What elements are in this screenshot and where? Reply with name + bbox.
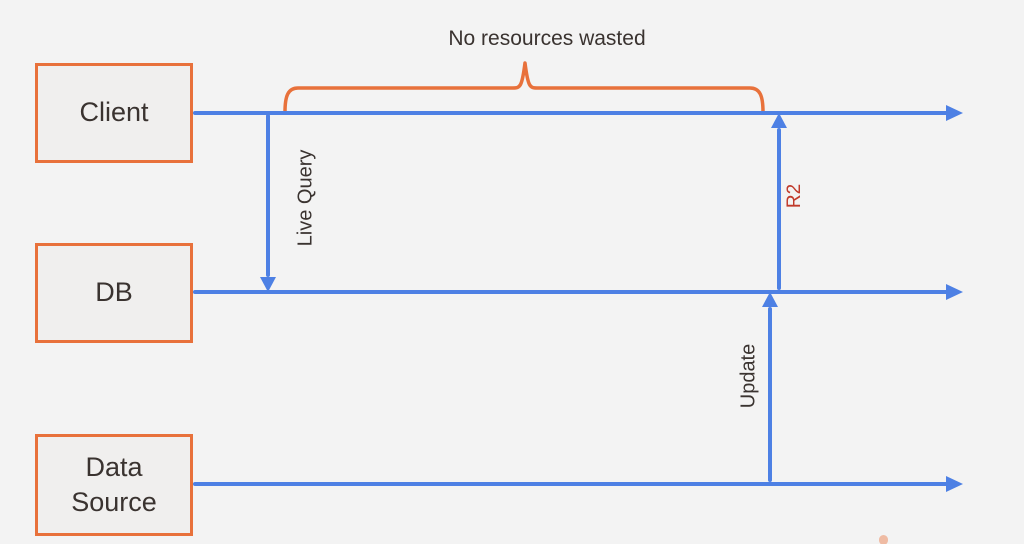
actor-box-client: Client bbox=[35, 63, 193, 163]
data-source-timeline-arrowhead-icon bbox=[946, 476, 963, 492]
actor-box-data-source: Data Source bbox=[35, 434, 193, 536]
live-query-arrow bbox=[266, 114, 270, 277]
r2-arrowhead-icon bbox=[771, 113, 787, 128]
client-timeline bbox=[193, 111, 948, 115]
annotation-label: No resources wasted bbox=[448, 27, 646, 50]
live-query-label: Live Query bbox=[294, 149, 317, 247]
actor-box-db: DB bbox=[35, 243, 193, 343]
cropped-orange-mark bbox=[879, 535, 888, 544]
actor-label-db: DB bbox=[95, 277, 133, 308]
data-source-timeline bbox=[193, 482, 948, 486]
db-timeline-arrowhead-icon bbox=[946, 284, 963, 300]
actor-label-data-source: Data Source bbox=[71, 451, 157, 517]
db-timeline bbox=[193, 290, 948, 294]
update-arrowhead-icon bbox=[762, 292, 778, 307]
r2-arrow bbox=[777, 128, 781, 290]
client-timeline-arrowhead-icon bbox=[946, 105, 963, 121]
update-arrow bbox=[768, 307, 772, 482]
update-label: Update bbox=[737, 343, 760, 409]
actor-label-client: Client bbox=[79, 97, 149, 128]
live-query-arrowhead-icon bbox=[260, 277, 276, 292]
r2-label: R2 bbox=[784, 183, 805, 209]
